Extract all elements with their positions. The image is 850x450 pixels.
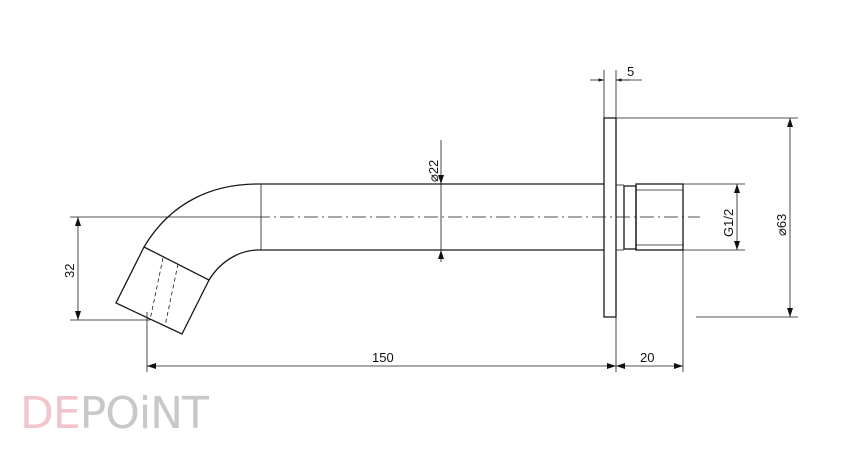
depoint-logo: DEPOiNT <box>20 388 210 439</box>
dim-flange-thickness: 5 <box>590 64 642 118</box>
dim-flange-diameter: ⌀63 <box>616 117 798 318</box>
dim-label-thread: G1/2 <box>721 209 736 237</box>
spout-bend <box>115 183 259 335</box>
dim-thread-length: 20 <box>616 250 684 372</box>
dim-thread: G1/2 <box>683 183 745 251</box>
dim-label-projection: 150 <box>372 350 394 365</box>
dim-spout-diameter: ⌀22 <box>426 140 444 262</box>
dim-label-flange-diameter: ⌀63 <box>774 214 789 236</box>
dim-label-flange-thickness: 5 <box>627 64 634 79</box>
logo-part-point: POiNT <box>80 388 209 439</box>
dim-label-outlet-drop: 32 <box>62 264 77 278</box>
dim-label-thread-length: 20 <box>640 350 654 365</box>
dim-label-spout-diameter: ⌀22 <box>426 160 441 182</box>
wall-flange <box>603 117 624 318</box>
dim-outlet-drop: 32 <box>62 216 256 321</box>
logo-text: DEPOiNT <box>20 388 209 439</box>
logo-part-de: DE <box>20 388 80 439</box>
dim-projection: 150 <box>146 312 617 372</box>
